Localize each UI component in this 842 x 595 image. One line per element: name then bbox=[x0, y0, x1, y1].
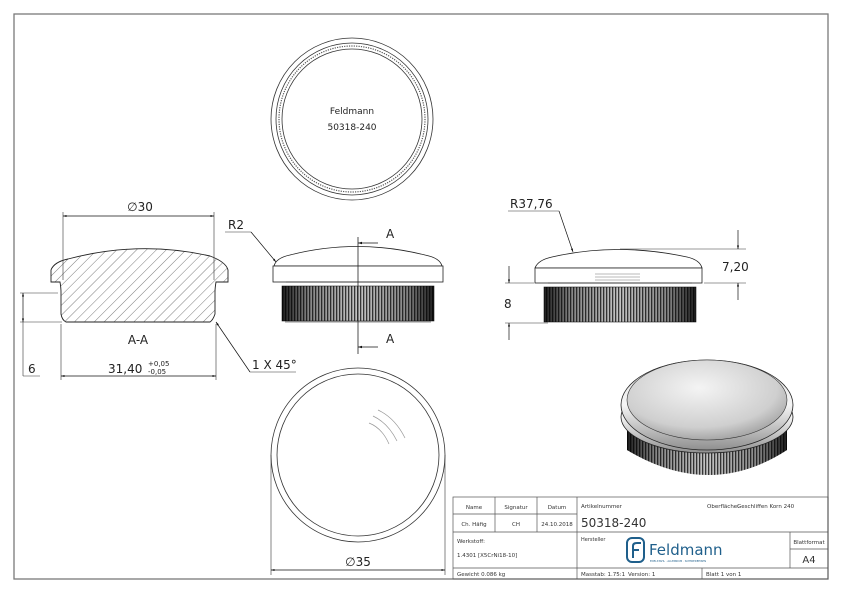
bottom-view: ∅35 bbox=[270, 367, 446, 575]
dim-diameter-30: ∅30 bbox=[127, 200, 153, 214]
dim-chamfer: 1 X 45° bbox=[252, 358, 297, 372]
value-date: 24.10.2018 bbox=[541, 522, 573, 528]
dim-width-31-40: 31,40 bbox=[108, 362, 142, 376]
manufacturer-label: Hersteller bbox=[581, 537, 606, 543]
section-marker-bottom: A bbox=[386, 332, 395, 346]
dim-radius-r37-76: R37,76 bbox=[510, 197, 553, 211]
material-label: Werkstoff: bbox=[457, 539, 485, 545]
article-number: 50318-240 bbox=[581, 516, 646, 530]
engraving-article: 50318-240 bbox=[327, 123, 376, 133]
dim-diameter-35: ∅35 bbox=[345, 555, 371, 569]
section-view-a-a: ∅30 6 A-A 31,40 +0,05 -0,05 1 X 45° bbox=[20, 200, 297, 380]
title-block bbox=[452, 496, 829, 580]
front-view: A A R2 bbox=[225, 218, 444, 354]
feldmann-logo: Feldmann EDELSTAHL · ALUMINIUM · SCHMIED… bbox=[626, 537, 723, 563]
tolerance-plus: +0,05 bbox=[148, 360, 169, 368]
tolerance-minus: -0,05 bbox=[148, 368, 166, 376]
header-date: Datum bbox=[548, 505, 567, 511]
format-label: Blattformat bbox=[793, 540, 825, 546]
top-view: Feldmann 50318-240 bbox=[270, 37, 434, 201]
dim-body-height: 8 bbox=[504, 297, 512, 311]
header-signature: Signatur bbox=[504, 505, 528, 511]
dim-height-6: 6 bbox=[28, 362, 36, 376]
surface-value: Geschliffen Korn 240 bbox=[737, 504, 795, 510]
isometric-view bbox=[620, 359, 794, 475]
engraving-brand: Feldmann bbox=[330, 107, 374, 117]
drawing-frame bbox=[13, 13, 829, 580]
header-name: Name bbox=[466, 505, 483, 511]
side-view: R37,76 7,20 8 bbox=[504, 197, 749, 340]
value-name: Ch. Häfig bbox=[461, 522, 486, 528]
scale: Masstab: 1.75:1 bbox=[581, 572, 625, 578]
surface-label: Oberfläche: bbox=[707, 504, 739, 510]
version: Version: 1 bbox=[628, 572, 655, 578]
article-label: Artikelnummer bbox=[581, 504, 623, 510]
section-label: A-A bbox=[128, 333, 149, 347]
material-value: 1.4301 [X5CrNi18-10] bbox=[457, 553, 517, 559]
sheet: Blatt 1 von 1 bbox=[706, 572, 741, 578]
logo-name: Feldmann bbox=[649, 541, 723, 559]
format-value: A4 bbox=[802, 555, 815, 566]
dim-cap-height: 7,20 bbox=[722, 260, 749, 274]
logo-tagline: EDELSTAHL · ALUMINIUM · SCHMIEDEEISEN bbox=[650, 559, 706, 563]
section-marker-top: A bbox=[386, 227, 395, 241]
value-signature: CH bbox=[512, 522, 520, 528]
weight: Gewicht 0.086 kg bbox=[457, 572, 505, 578]
dim-radius-r2: R2 bbox=[228, 218, 244, 232]
